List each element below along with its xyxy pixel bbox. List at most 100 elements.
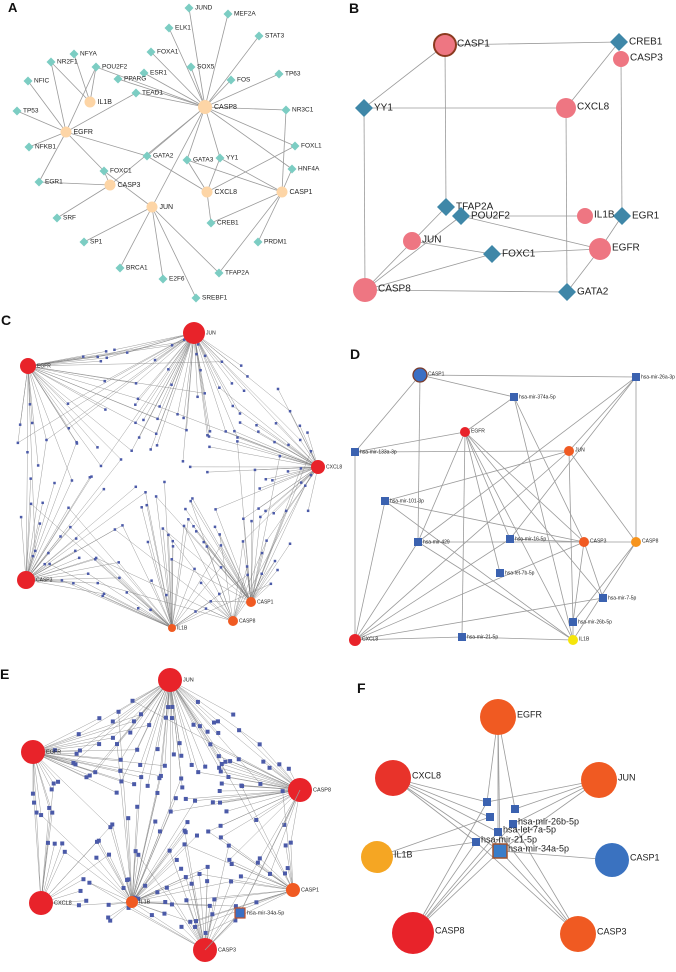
- mirna-square-icon: [74, 537, 78, 540]
- mirna-square-icon: [259, 515, 262, 519]
- mirna-square-icon: [81, 877, 86, 882]
- mirna-square-icon: [77, 556, 81, 560]
- network-edge: [509, 538, 585, 543]
- mirna-square-icon: [253, 468, 257, 472]
- mirna-square-icon: [125, 877, 130, 882]
- tf-label: BRCA1: [126, 265, 148, 272]
- gene-hub-node: [168, 624, 176, 632]
- mirna-square-icon: [299, 481, 303, 484]
- mirna-square-icon: [306, 509, 310, 513]
- mirna-square-icon: [153, 358, 157, 362]
- mirna-square-icon: [138, 762, 143, 767]
- mirna-square-icon: [39, 813, 44, 818]
- network-edge: [461, 636, 574, 641]
- mirna-square-icon: [246, 375, 249, 378]
- mirna-square-icon: [155, 747, 160, 752]
- mirna-square-icon: [181, 460, 185, 463]
- mirna-square-icon: [67, 426, 71, 430]
- network-edge: [96, 841, 133, 903]
- network-edge: [131, 332, 195, 451]
- mirna-square-icon: [223, 759, 228, 764]
- gene-label: CASP8: [642, 538, 659, 544]
- mirna-square-icon: [206, 470, 209, 474]
- network-edge: [25, 562, 119, 581]
- mirna-square-icon: [212, 897, 217, 902]
- network-edge: [89, 66, 97, 103]
- network-edge: [97, 582, 234, 622]
- mirna-square-icon: [156, 417, 159, 421]
- mirna-square-icon: [114, 790, 119, 795]
- network-edge: [25, 507, 69, 581]
- mirna-square-icon: [59, 535, 62, 538]
- network-edge: [40, 807, 50, 904]
- mirna-square-icon: [257, 742, 262, 747]
- network-edge: [221, 763, 301, 791]
- mirna-square-icon: [224, 430, 227, 433]
- network-edge: [190, 501, 252, 603]
- tf-diamond-icon: [223, 9, 233, 19]
- network-edge: [25, 503, 32, 581]
- network-edge: [568, 450, 574, 623]
- gene-hub-node: [286, 883, 300, 897]
- tf-label: YY1: [226, 155, 239, 162]
- gene-label: EGFR: [37, 363, 51, 369]
- edges: [363, 41, 623, 293]
- mirna-square-icon: [162, 911, 167, 916]
- mirna-square-icon: [67, 506, 70, 510]
- network-edge: [25, 557, 80, 581]
- gene-node: [361, 841, 393, 873]
- tf-label: FOXC1: [110, 168, 132, 175]
- mirna-square-icon: [154, 495, 158, 498]
- network-edge: [95, 66, 206, 108]
- network-edge: [65, 92, 137, 133]
- mirna-square-icon: [218, 592, 221, 596]
- network-edge: [250, 469, 256, 603]
- network-edge: [65, 66, 97, 133]
- network-edge: [354, 541, 585, 641]
- network-edge: [131, 800, 196, 903]
- mirna-square-icon: [188, 919, 193, 924]
- tf-diamond-icon: [23, 76, 33, 86]
- tf-label: FOS: [237, 77, 251, 84]
- gene-node: [198, 100, 212, 114]
- network-edge: [392, 777, 499, 833]
- mirna-square-icon: [145, 503, 148, 507]
- mirna-square-icon: [184, 898, 189, 903]
- network-edge: [171, 559, 252, 603]
- mirna-square-icon: [194, 833, 199, 838]
- mirna-square-icon: [265, 539, 268, 542]
- mirna-square-icon: [257, 430, 260, 433]
- gene-node: [564, 446, 574, 456]
- network-edge: [184, 830, 206, 951]
- mirna-square-icon: [132, 782, 137, 787]
- tf-label: SP1: [90, 239, 103, 246]
- gene-label: CASP8: [313, 787, 331, 793]
- network-edge: [240, 876, 294, 891]
- network-edge: [109, 106, 206, 186]
- network-edge: [131, 901, 191, 923]
- network-edge: [460, 215, 601, 250]
- gene-label: CASP8: [435, 925, 465, 935]
- mirna-square-icon: [209, 600, 213, 603]
- network-edge: [50, 61, 67, 133]
- network-edge: [250, 543, 291, 603]
- mirna-square-icon: [38, 522, 42, 525]
- network-edge: [25, 452, 28, 581]
- network-edge: [376, 816, 491, 858]
- network-edge: [61, 580, 173, 629]
- tf-diamond-icon: [79, 237, 89, 247]
- mirna-square-icon: [254, 900, 259, 905]
- network-edge: [214, 889, 294, 900]
- network-edge: [277, 388, 319, 468]
- network-edge: [509, 376, 637, 540]
- network-edge: [193, 332, 234, 407]
- tf-label: TFAP2A: [456, 202, 494, 213]
- mirna-square-icon: [78, 888, 83, 893]
- network-edge: [238, 730, 301, 791]
- network-edge: [219, 157, 283, 193]
- mirna-square-icon: [195, 352, 198, 356]
- network-edge: [73, 583, 173, 629]
- network-edge: [230, 760, 301, 791]
- mirna-square-icon: [216, 730, 221, 735]
- network-edge: [221, 361, 319, 468]
